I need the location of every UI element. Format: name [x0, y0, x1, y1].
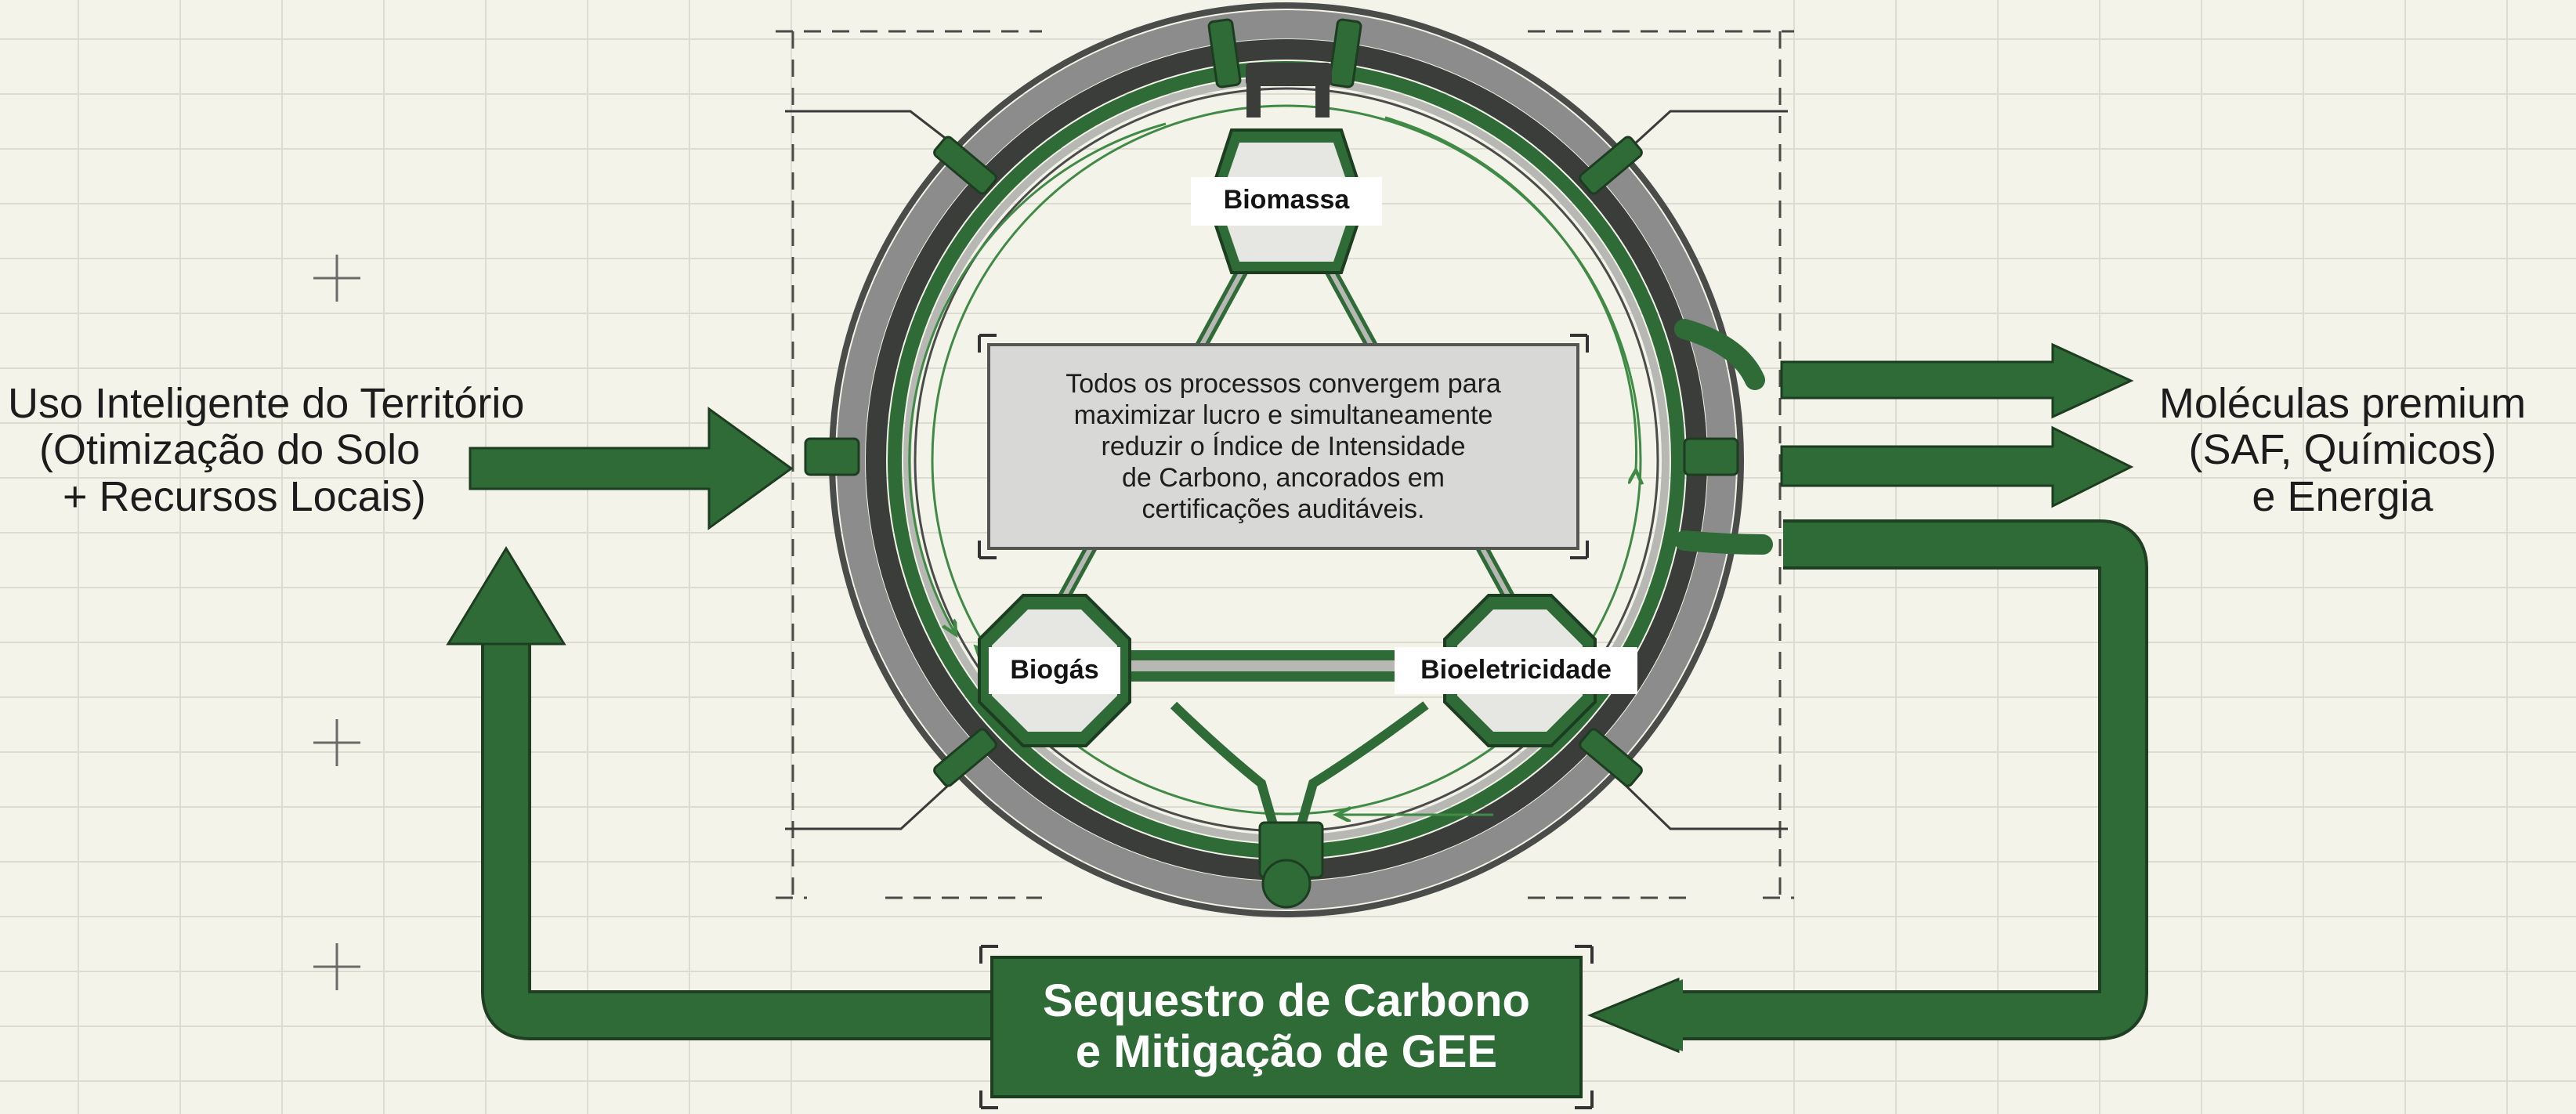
feedback-loop: [446, 519, 2148, 1054]
dashed-frame: [776, 30, 1794, 899]
node-biogas: [978, 594, 1131, 747]
sequestration-line-1: Sequestro de Carbono: [1043, 975, 1530, 1027]
node-label-biomassa: Biomassa: [1223, 185, 1350, 215]
center-line-4: de Carbono, ancorados em: [1121, 463, 1445, 494]
ring-clamps: [804, 18, 1739, 787]
input-label: Uso Inteligente do Território (Otimizaçã…: [8, 380, 572, 520]
output-label: Moléculas premium (SAF, Químicos) e Ener…: [2115, 380, 2570, 520]
registration-marks: [313, 255, 360, 990]
output-label-line-3: e Energia: [2252, 472, 2433, 520]
node-label-bioeletricidade: Bioeletricidade: [1420, 655, 1612, 685]
sequestration-box: [979, 945, 1594, 1109]
output-arrow-middle-icon: [1780, 425, 2134, 508]
center-line-2: maximizar lucro e simultaneamente: [1073, 400, 1493, 430]
input-arrow-icon: [469, 407, 794, 530]
node-bioeletricidade: [1395, 594, 1637, 747]
input-label-line-2: (Otimização do Solo: [39, 426, 421, 474]
flow-arrows: [908, 116, 1637, 815]
output-arrows: [1780, 342, 2134, 508]
sequestration-line-2: e Mitigação de GEE: [1075, 1026, 1498, 1077]
top-inlet: [1246, 63, 1332, 118]
bottom-junction: [1170, 701, 1429, 909]
output-arrow-top-icon: [1780, 342, 2134, 419]
center-box-text: Todos os processos convergem para maximi…: [986, 345, 1581, 548]
center-line-3: reduzir o Índice de Intensidade: [1101, 431, 1466, 461]
node-biomassa: [1191, 128, 1382, 274]
center-line-5: certificações auditáveis.: [1141, 494, 1425, 525]
sequestration-text: Sequestro de Carbono e Mitigação de GEE: [989, 957, 1584, 1097]
node-label-biogas: Biogás: [1010, 655, 1099, 685]
center-line-1: Todos os processos convergem para: [1065, 368, 1501, 399]
input-label-line-1: Uso Inteligente do Território: [8, 380, 525, 427]
output-label-line-2: (SAF, Químicos): [2188, 426, 2497, 474]
output-stubs: [1674, 319, 1773, 555]
center-box: [978, 334, 1589, 559]
output-label-line-1: Moléculas premium: [2158, 380, 2527, 427]
input-label-line-3: + Recursos Locais): [63, 472, 426, 520]
up-arrow-icon: [446, 546, 566, 646]
